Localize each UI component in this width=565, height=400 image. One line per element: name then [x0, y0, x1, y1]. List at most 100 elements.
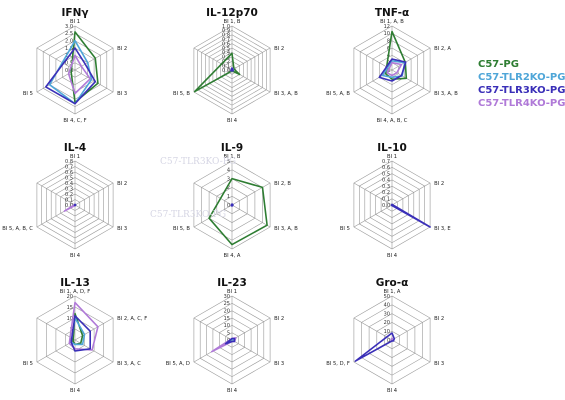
- radar-axis-label: BI 3: [117, 91, 127, 97]
- radar-grid-spoke: [231, 47, 271, 71]
- radar-tick-label: 0.7: [222, 37, 230, 43]
- radar-axis-label: BI 5: [23, 91, 33, 97]
- radar-axis-label: BI 4: [227, 388, 238, 394]
- radar-grid-spoke: [391, 47, 431, 71]
- radar-title: IL-4: [64, 142, 86, 154]
- radar-axis-label: BI 2, A, C, F: [117, 316, 147, 322]
- radar-axis-label: BI 3, A, C: [117, 361, 141, 367]
- radar-series-line: [390, 203, 431, 228]
- radar-series-line: [44, 47, 97, 105]
- radar-tick-label: 0.0: [222, 68, 230, 74]
- radar-grid-spoke: [36, 317, 76, 341]
- radar-tick-label: 0.2: [382, 190, 390, 196]
- radar-axis-label: BI 2: [117, 181, 127, 187]
- radar-axis-label: BI 4: [70, 388, 81, 394]
- radar-tick-label: 0.8: [65, 159, 73, 165]
- radar-tick-label: 0.3: [65, 186, 73, 192]
- radar-axis-label: BI 4, A: [224, 253, 241, 259]
- radar-title: TNF-α: [375, 7, 409, 19]
- radar-tick-label: 20: [224, 309, 230, 315]
- radar-grid-spoke: [36, 47, 76, 71]
- radar-grid-spoke: [74, 317, 114, 341]
- radar-title: IL-23: [217, 277, 247, 289]
- radar-series-line: [230, 203, 234, 207]
- radar-tick-label: 3: [227, 176, 230, 182]
- radar-tick-label: 3.0: [65, 24, 73, 30]
- radar-tick-label: 0.0: [65, 203, 73, 209]
- radar-axis-label: BI 2, A: [434, 46, 451, 52]
- radar-grid-spoke: [391, 182, 431, 206]
- radar-tick-label: 0.7: [382, 159, 390, 165]
- radar-tick-label: 30: [384, 311, 390, 317]
- radar-tick-label: 0.6: [222, 41, 230, 47]
- radar-tick-label: 25: [224, 301, 230, 307]
- radar-grid-spoke: [193, 182, 233, 206]
- radar-tick-label: 0.3: [222, 55, 230, 61]
- radar-series-line: [208, 177, 268, 246]
- radar-series-line: [381, 59, 406, 79]
- radar-chart: 0.00.10.20.30.40.50.60.70.80.91.0BI 1, B…: [173, 7, 298, 124]
- legend-item-c57-tlr4ko-pg: C57-TLR4KO-PG: [478, 98, 565, 109]
- radar-grid-spoke: [36, 182, 76, 206]
- radar-tick-label: 0.5: [222, 46, 230, 52]
- radar-chart: 0.00.10.20.30.40.50.60.70.8BI 1BI 2BI 3B…: [2, 142, 127, 259]
- radar-grid-spoke: [391, 317, 431, 341]
- radar-chart: 0.00.10.20.30.40.50.60.7BI 1BI 2BI 3, EB…: [340, 142, 451, 259]
- radar-tick-label: 0.1: [382, 197, 390, 203]
- radar-title: IL-12p70: [206, 7, 258, 19]
- radar-tick-label: 0.5: [382, 171, 390, 177]
- radar-tick-label: 1.0: [222, 24, 230, 30]
- radar-axis-label: BI 4: [387, 253, 398, 259]
- radar-tick-label: 0.5: [65, 175, 73, 181]
- radar-grid-spoke: [353, 47, 393, 71]
- radar-tick-label: 15: [67, 305, 73, 311]
- radar-chart: 0.00.51.01.52.02.53.0BI 1BI 2BI 3BI 4, C…: [23, 7, 127, 124]
- radar-axis-label: BI 5, A, B, C: [2, 226, 33, 232]
- radar-axis-label: BI 1, B: [224, 154, 241, 160]
- radar-series-line: [70, 314, 91, 352]
- radar-tick-label: 0.2: [65, 192, 73, 198]
- radar-axis-label: BI 4: [70, 253, 81, 259]
- radar-axis-label: BI 3, A, B: [274, 226, 298, 232]
- radar-tick-label: 10: [224, 323, 230, 329]
- radar-tick-label: 1.5: [65, 46, 73, 52]
- radar-grid-spoke: [353, 317, 393, 341]
- radar-tick-label: 10: [384, 329, 390, 335]
- radar-grid-spoke: [231, 182, 271, 206]
- radar-axis-label: BI 5: [23, 361, 33, 367]
- radar-axis-label: BI 2: [117, 46, 127, 52]
- radar-axis-label: BI 4: [227, 118, 238, 124]
- watermark-text: C57-TLR3KO-PG: [160, 157, 237, 167]
- radar-axis-label: BI 2: [274, 46, 284, 52]
- radar-grid-spoke: [74, 182, 114, 206]
- radar-tick-label: 0.3: [382, 184, 390, 190]
- radar-axis-label: BI 3, E: [434, 226, 451, 232]
- radar-title: IL-10: [377, 142, 407, 154]
- radar-axis-label: BI 3: [274, 361, 284, 367]
- radar-tick-label: 0.2: [222, 59, 230, 65]
- radar-grid-spoke: [193, 47, 233, 71]
- radar-axis-label: BI 4, A, B, C: [377, 118, 408, 124]
- radar-axis-label: BI 5, A, D: [166, 361, 190, 367]
- radar-axis-label: BI 3, A, B: [274, 91, 298, 97]
- radar-axis-label: BI 5, B: [173, 91, 190, 97]
- radar-tick-label: 2.0: [65, 39, 73, 45]
- radar-tick-label: 10: [384, 31, 390, 37]
- radar-grid-spoke: [353, 182, 393, 206]
- radar-tick-label: 0.4: [65, 181, 73, 187]
- radar-axis-label: BI 1, A: [384, 289, 401, 295]
- radar-tick-label: 10: [67, 316, 73, 322]
- radar-axis-label: BI 5, A, B: [326, 91, 350, 97]
- radar-tick-label: 4: [227, 168, 230, 174]
- radar-tick-label: 0.4: [382, 178, 390, 184]
- radar-axis-label: BI 3: [434, 361, 444, 367]
- radar-tick-label: 5: [227, 159, 230, 165]
- radar-grid-spoke: [193, 317, 233, 341]
- radar-axis-label: BI 1: [387, 154, 397, 160]
- radar-grid-spoke: [74, 204, 114, 228]
- radar-axis-label: BI 2, B: [274, 181, 291, 187]
- radar-tick-label: 0.8: [222, 33, 230, 39]
